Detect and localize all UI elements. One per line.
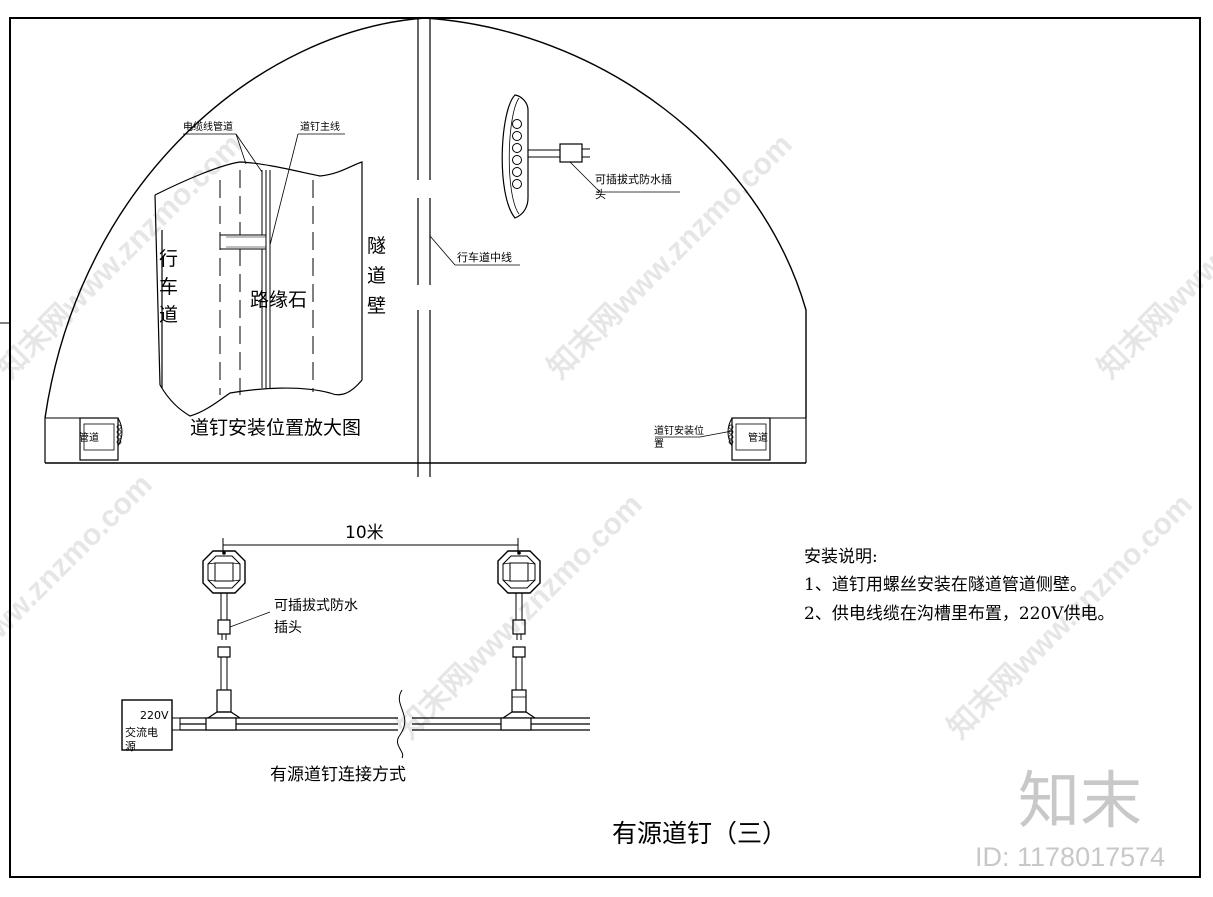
watermark-text: 知末网www.znzmo.com	[542, 128, 799, 385]
curb-label: 路缘石	[250, 289, 307, 311]
left-duct-box	[79, 417, 123, 461]
connection-plug-label-2: 插头	[274, 620, 302, 636]
enlarged-view-title: 道钉安装位置放大图	[190, 417, 361, 439]
install-position-label-2: 置	[654, 438, 664, 450]
plug-label-bottom: 头	[595, 188, 606, 201]
tunnel-wall-label-3: 壁	[367, 295, 386, 317]
duct-left-label: 管道	[79, 431, 99, 444]
notes-item-1: 1、道钉用螺丝安装在隧道管道侧壁。	[804, 575, 1087, 595]
power-label-voltage: 220V	[140, 709, 169, 722]
cable-duct-label: 电缆线管道	[183, 120, 233, 133]
tunnel-wall-label-2: 道	[367, 265, 386, 287]
stud-side-view	[501, 94, 590, 219]
road-stud-right	[497, 550, 541, 719]
connection-caption: 有源道钉连接方式	[270, 765, 406, 785]
stud-main-leader	[269, 133, 299, 246]
watermark-layer: 知末网www.znzmo.com 知末网www.znzmo.com 知末网www…	[0, 128, 1213, 745]
center-line-leader	[429, 235, 456, 266]
cable-duct-leader	[235, 133, 263, 173]
enlarged-view	[154, 161, 363, 417]
road-stud-left	[202, 550, 246, 719]
lane-label-3: 道	[159, 304, 178, 326]
connection-plug-leader	[229, 611, 271, 628]
cable-duct-leader-2	[235, 133, 247, 165]
install-position-label: 道钉安装位	[654, 424, 704, 437]
drawing-frame	[9, 17, 1201, 878]
tunnel-arch	[44, 17, 807, 419]
install-position-leader	[699, 430, 733, 438]
spacing-label: 10米	[345, 523, 384, 543]
lane-label-1: 行	[159, 248, 178, 270]
power-label-type: 交流电	[125, 725, 158, 739]
notes-heading: 安装说明:	[804, 547, 878, 567]
right-duct-box	[727, 417, 771, 461]
watermark-text: 知末网www.znzmo.com	[1092, 128, 1213, 385]
tunnel-wall-label-1: 隧	[367, 235, 386, 257]
brand-logo: 知末	[1018, 767, 1142, 836]
drawing-id: ID: 1178017574	[975, 842, 1165, 872]
plug-leader	[569, 161, 601, 193]
drawing-title: 有源道钉（三）	[612, 819, 787, 848]
watermark-text: 知末网www.znzmo.com	[0, 128, 249, 385]
stud-main-line-label: 道钉主线	[300, 120, 340, 133]
connection-plug-label-1: 可插拔式防水	[274, 598, 358, 614]
watermark-text: 知末网www.znzmo.com	[392, 488, 649, 745]
lane-center-line-label: 行车道中线	[457, 250, 512, 264]
lane-center-line	[417, 18, 431, 477]
main-cable	[180, 689, 590, 759]
spacing-dimension	[222, 538, 519, 552]
power-source	[121, 699, 181, 751]
power-label-source: 源	[125, 739, 136, 753]
notes-item-2: 2、供电线缆在沟槽里布置，220V供电。	[804, 604, 1115, 624]
watermark-text: 知末网www.znzmo.com	[0, 468, 159, 725]
lane-label-2: 车	[159, 276, 178, 298]
plug-label-top: 可插拔式防水插	[595, 172, 672, 186]
duct-right-label: 管道	[748, 431, 768, 444]
